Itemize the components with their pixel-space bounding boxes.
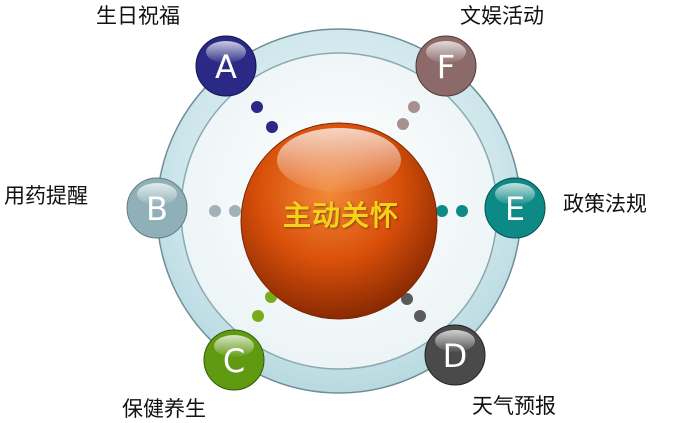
node-e-label: 政策法规	[563, 192, 647, 216]
node-a-letter: A	[215, 48, 237, 86]
node-d-sphere[interactable]	[424, 324, 486, 386]
node-d-letter: D	[443, 337, 468, 375]
node-a-label: 生日祝福	[96, 4, 180, 28]
connector-dots-b	[209, 205, 241, 217]
center-sphere	[240, 122, 438, 320]
node-e-sphere[interactable]	[484, 177, 546, 239]
connector-dots-a	[251, 101, 278, 133]
node-c-label: 保健养生	[122, 397, 206, 421]
node-c-letter: C	[223, 342, 245, 380]
connector-dots-f	[397, 101, 420, 130]
connector-dots-d	[401, 293, 426, 322]
node-b-sphere[interactable]	[126, 177, 188, 239]
node-c-sphere[interactable]	[203, 329, 265, 391]
node-d-label: 天气预报	[472, 394, 556, 418]
node-f-sphere[interactable]	[415, 35, 477, 97]
node-a-sphere[interactable]	[195, 35, 257, 97]
node-b-label: 用药提醒	[4, 184, 88, 208]
node-b-letter: B	[146, 190, 168, 228]
center-label: 主动关怀	[282, 199, 399, 232]
node-e-letter: E	[505, 190, 525, 228]
connector-dots-e	[436, 205, 468, 217]
node-f-label: 文娱活动	[460, 4, 544, 28]
node-f-letter: F	[437, 48, 455, 86]
